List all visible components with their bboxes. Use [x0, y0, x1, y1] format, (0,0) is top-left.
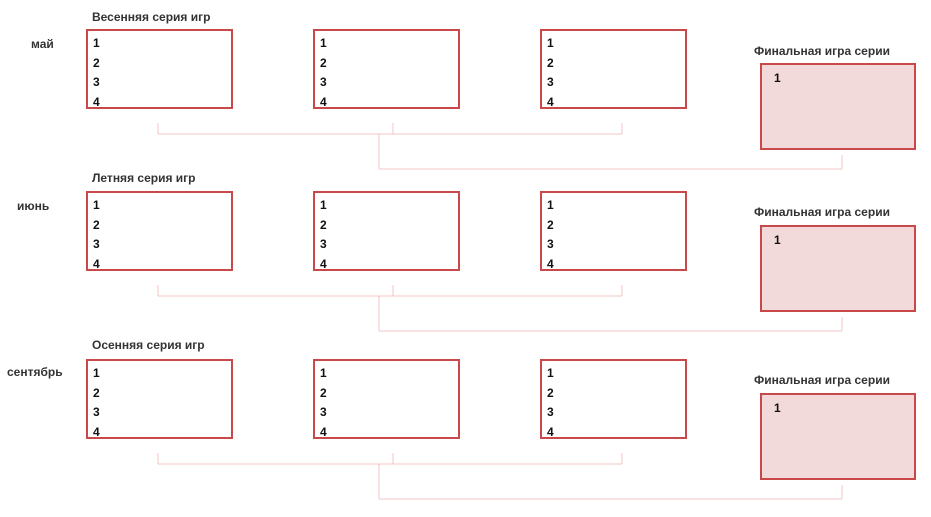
game-slot: 4 [93, 424, 100, 439]
series-section-autumn: сентябрь Осенняя серия игр 1 2 3 4 1 2 3… [0, 330, 931, 500]
game-box: 1 2 3 4 [540, 191, 687, 271]
final-slot: 1 [774, 71, 781, 85]
game-slot: 4 [547, 424, 554, 439]
game-slot: 2 [93, 217, 100, 232]
game-slot: 1 [93, 366, 100, 380]
game-slot: 1 [547, 366, 554, 380]
game-slot: 1 [320, 366, 327, 380]
game-slot: 4 [93, 94, 100, 109]
game-slot: 3 [547, 237, 554, 251]
bracket-connectors [157, 453, 843, 500]
game-slot: 2 [320, 55, 327, 70]
game-box: 1 2 3 4 [313, 191, 460, 271]
game-slot: 1 [320, 198, 327, 212]
game-box: 1 2 3 4 [86, 359, 233, 439]
bracket-connectors [157, 285, 843, 332]
game-box: 1 2 3 4 [86, 191, 233, 271]
game-slot: 1 [547, 198, 554, 212]
final-game-box: 1 [760, 393, 916, 480]
series-title: Летняя серия игр [92, 171, 196, 185]
game-slot: 3 [320, 75, 327, 89]
game-slot: 1 [547, 36, 554, 50]
game-slot: 3 [93, 237, 100, 251]
game-slot: 2 [547, 385, 554, 400]
final-game-box: 1 [760, 225, 916, 312]
month-label: май [31, 37, 54, 51]
game-slot: 3 [93, 75, 100, 89]
game-slot: 3 [547, 75, 554, 89]
game-box: 1 2 3 4 [313, 359, 460, 439]
game-slot: 1 [93, 36, 100, 50]
game-slot: 3 [320, 237, 327, 251]
final-game-box: 1 [760, 63, 916, 150]
game-box: 1 2 3 4 [540, 29, 687, 109]
bracket-connectors [157, 123, 843, 170]
final-title: Финальная игра серии [754, 373, 890, 387]
game-slot: 3 [320, 405, 327, 419]
game-slot: 4 [320, 424, 327, 439]
game-slot: 3 [93, 405, 100, 419]
series-section-spring: май Весенняя серия игр 1 2 3 4 1 2 3 4 1… [0, 0, 931, 170]
final-title: Финальная игра серии [754, 205, 890, 219]
game-slot: 4 [93, 256, 100, 271]
series-section-summer: июнь Летняя серия игр 1 2 3 4 1 2 3 4 1 … [0, 162, 931, 332]
game-slot: 2 [93, 385, 100, 400]
game-slot: 3 [547, 405, 554, 419]
game-slot: 2 [547, 55, 554, 70]
game-slot: 4 [547, 94, 554, 109]
game-box: 1 2 3 4 [540, 359, 687, 439]
series-title: Весенняя серия игр [92, 10, 211, 24]
final-title: Финальная игра серии [754, 44, 890, 58]
game-box: 1 2 3 4 [313, 29, 460, 109]
game-slot: 2 [547, 217, 554, 232]
final-slot: 1 [774, 401, 781, 415]
game-slot: 4 [320, 256, 327, 271]
game-slot: 2 [320, 385, 327, 400]
month-label: июнь [17, 199, 50, 213]
game-slot: 2 [320, 217, 327, 232]
game-slot: 1 [320, 36, 327, 50]
series-title: Осенняя серия игр [92, 338, 205, 352]
game-box: 1 2 3 4 [86, 29, 233, 109]
game-slot: 4 [547, 256, 554, 271]
final-slot: 1 [774, 233, 781, 247]
game-slot: 2 [93, 55, 100, 70]
game-slot: 1 [93, 198, 100, 212]
month-label: сентябрь [7, 365, 63, 379]
game-slot: 4 [320, 94, 327, 109]
